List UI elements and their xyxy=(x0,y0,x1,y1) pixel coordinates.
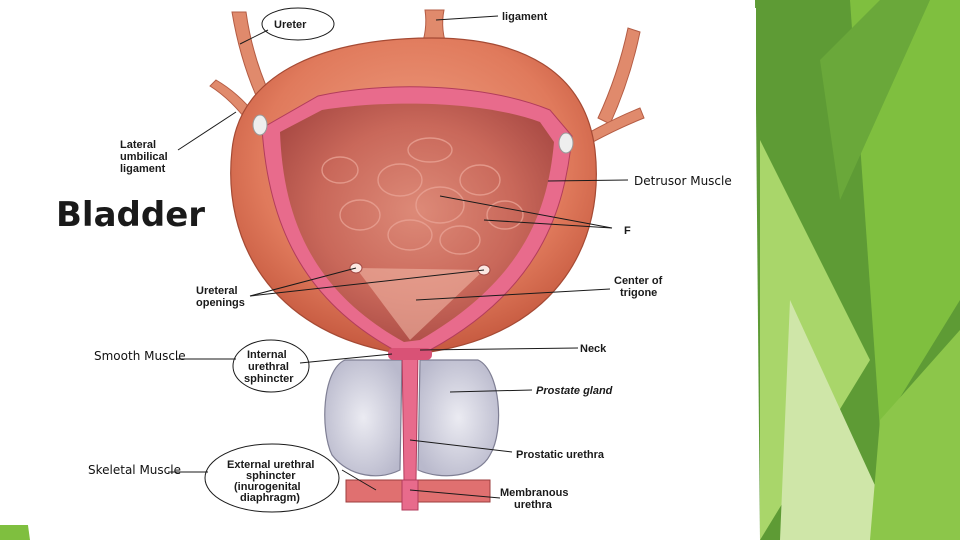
prostatic-urethra xyxy=(401,351,419,481)
label-membranous-2: urethra xyxy=(514,499,553,511)
bladder-mucosa xyxy=(280,103,554,342)
label-lateral-ligament-3: ligament xyxy=(120,163,166,175)
leader-lines xyxy=(168,15,629,499)
label-ureteral-openings-2: openings xyxy=(196,297,245,309)
label-f: F xyxy=(624,225,631,237)
label-internal-sphincter-2: urethral xyxy=(248,361,289,373)
label-lateral-ligament-2: umbilical xyxy=(120,151,168,163)
label-prostate: Prostate gland xyxy=(536,385,613,397)
label-lateral-ligament-1: Lateral xyxy=(120,139,156,151)
ureter-entry-right xyxy=(558,132,574,154)
label-ureter: Ureter xyxy=(274,19,307,31)
label-median-ligament: ligament xyxy=(502,11,548,23)
label-detrusor: Detrusor Muscle xyxy=(634,174,732,188)
internal-sphincter-oval xyxy=(232,339,310,393)
mucosal-folds xyxy=(321,137,524,255)
trigone xyxy=(356,268,484,340)
label-internal-sphincter-3: sphincter xyxy=(244,373,294,385)
label-neck: Neck xyxy=(580,343,607,355)
label-ureteral-openings-1: Ureteral xyxy=(196,285,238,297)
slide-title: Bladder xyxy=(56,195,205,235)
label-external-sphincter-2: sphincter xyxy=(246,470,296,482)
label-membranous-1: Membranous xyxy=(500,487,568,499)
label-internal-sphincter-1: Internal xyxy=(247,349,287,361)
label-trigone-1: Center of xyxy=(614,275,663,287)
label-external-sphincter-4: diaphragm) xyxy=(240,492,300,504)
label-external-sphincter-3: (inurogenital xyxy=(234,481,301,493)
external-sphincter xyxy=(345,479,491,511)
label-skeletal-muscle: Skeletal Muscle xyxy=(88,463,181,477)
external-sphincter-oval xyxy=(204,443,340,513)
label-prostatic-urethra: Prostatic urethra xyxy=(516,449,605,461)
label-smooth-muscle: Smooth Muscle xyxy=(94,349,186,363)
prostate-gland xyxy=(324,359,500,477)
internal-sphincter-band xyxy=(388,348,432,360)
label-trigone-2: trigone xyxy=(620,287,657,299)
ureter-entry-left xyxy=(252,114,268,136)
label-external-sphincter-1: External urethral xyxy=(227,459,314,471)
ureter-callout-oval xyxy=(261,7,335,41)
